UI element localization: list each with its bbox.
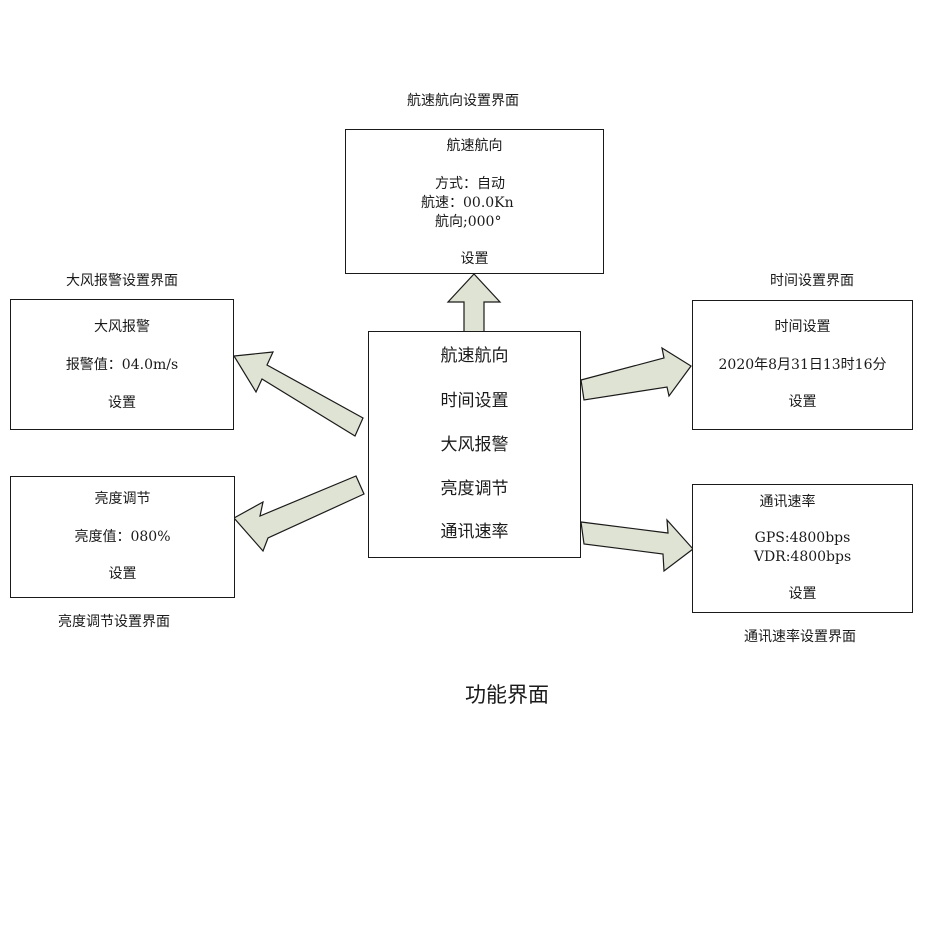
arrow-to-comm-rate <box>580 518 694 573</box>
wind-alarm-title: 大风报警 <box>94 319 150 335</box>
brightness-caption: 亮度调节设置界面 <box>58 614 170 630</box>
diagram-title: 功能界面 <box>465 683 549 707</box>
time-settings: 设置 <box>788 394 817 410</box>
wind-alarm-settings: 设置 <box>108 395 136 411</box>
comm-rate-title: 通讯速率 <box>759 494 816 510</box>
arrow-to-speed-heading <box>446 273 502 333</box>
arrow-to-wind-alarm <box>232 351 364 437</box>
time-screen: 时间设置 2020年8月31日13时16分 设置 <box>692 300 913 430</box>
main-menu-screen: 航速航向 时间设置 大风报警 亮度调节 通讯速率 <box>368 331 581 558</box>
wind-alarm-screen: 大风报警 报警值：04.0m/s 设置 <box>10 299 234 430</box>
speed-heading-caption: 航速航向设置界面 <box>407 93 519 109</box>
wind-alarm-caption: 大风报警设置界面 <box>66 273 178 289</box>
time-title: 时间设置 <box>774 319 831 335</box>
brightness-value: 亮度值：080% <box>74 529 171 545</box>
datetime-value: 2020年8月31日13时16分 <box>718 357 887 373</box>
vdr-rate-value: VDR:4800bps <box>753 549 852 565</box>
comm-rate-caption: 通讯速率设置界面 <box>744 629 856 645</box>
mode-value: 方式：自动 <box>435 176 505 192</box>
brightness-screen: 亮度调节 亮度值：080% 设置 <box>10 476 235 598</box>
menu-item-wind-alarm: 大风报警 <box>440 435 509 455</box>
comm-rate-screen: 通讯速率 GPS:4800bps VDR:4800bps 设置 <box>692 484 913 613</box>
brightness-title: 亮度调节 <box>94 491 151 507</box>
wind-alarm-value: 报警值：04.0m/s <box>65 357 179 373</box>
menu-item-comm-rate: 通讯速率 <box>440 522 509 542</box>
menu-item-brightness: 亮度调节 <box>440 479 509 499</box>
speed-value: 航速：00.0Kn <box>421 195 514 211</box>
speed-heading-title: 航速航向 <box>446 138 503 154</box>
arrow-to-brightness <box>233 475 365 553</box>
heading-value: 航向;000° <box>435 214 502 230</box>
menu-item-time: 时间设置 <box>440 391 509 411</box>
brightness-settings: 设置 <box>108 566 137 582</box>
time-caption: 时间设置界面 <box>770 273 854 289</box>
comm-rate-settings: 设置 <box>788 586 817 602</box>
arrow-to-time <box>580 346 692 401</box>
speed-heading-settings: 设置 <box>460 251 489 267</box>
menu-item-speed-heading: 航速航向 <box>440 346 509 366</box>
gps-rate-value: GPS:4800bps <box>754 530 851 546</box>
speed-heading-screen: 航速航向 方式：自动 航速：00.0Kn 航向;000° 设置 <box>345 129 604 274</box>
